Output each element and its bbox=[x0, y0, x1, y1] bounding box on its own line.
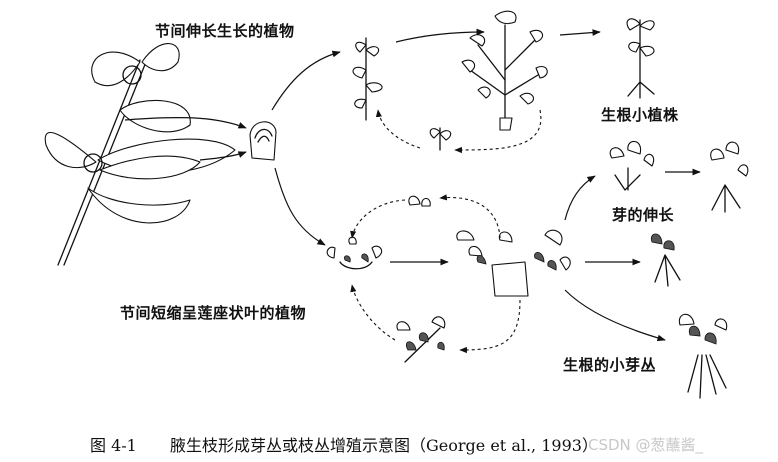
label-shoot-elongation: 芽的伸长 bbox=[612, 206, 675, 224]
label-rooted-shoot-cluster: 生根的小芽丛 bbox=[563, 356, 657, 374]
figure-number: 图 4-1 bbox=[90, 436, 137, 455]
branched-plant-drawing bbox=[461, 10, 548, 131]
figure-caption: 腋生枝形成芽丛或枝丛增殖示意图（George et al., 1993） bbox=[170, 436, 598, 455]
shoot-cluster-drawing bbox=[456, 229, 571, 297]
elongated-rooted-shoots-drawing bbox=[710, 141, 749, 213]
label-rosette-plant: 节间短缩呈莲座状叶的植物 bbox=[120, 304, 307, 322]
source-stem-drawing bbox=[44, 43, 236, 266]
rooted-single-shoot-drawing bbox=[650, 233, 681, 287]
propagule-small-drawing bbox=[408, 195, 431, 207]
rooted-plantlet-drawing bbox=[626, 18, 655, 99]
excised-bud-drawing bbox=[249, 121, 277, 161]
small-cutting-drawing bbox=[429, 127, 452, 151]
propagule-cluster-drawing bbox=[396, 316, 446, 363]
label-elongated-internode-plant: 节间伸长生长的植物 bbox=[155, 22, 295, 40]
elongating-plant-drawing bbox=[352, 37, 383, 121]
label-rooted-plantlet: 生根小植株 bbox=[601, 106, 679, 124]
watermark: CSDN @葱蘸酱_ bbox=[588, 436, 704, 454]
rooted-shoot-cluster-drawing bbox=[678, 313, 728, 399]
rosette-plant-drawing bbox=[326, 236, 383, 270]
elongated-shoots-drawing bbox=[609, 140, 655, 191]
